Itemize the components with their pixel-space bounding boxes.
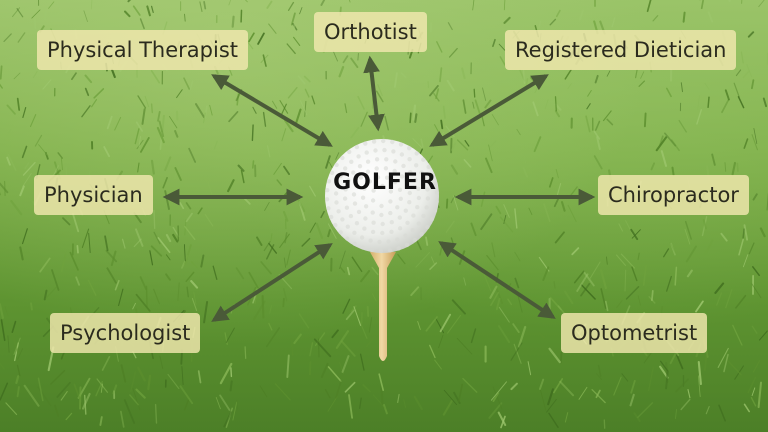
arrow-optometrist (438, 241, 556, 319)
node-optometrist: Optometrist (561, 313, 708, 353)
golf-tee (370, 252, 396, 361)
arrow-physical-therapist (211, 74, 333, 147)
node-registered-dietician: Registered Dietician (505, 30, 737, 70)
center-label-golfer: GOLFER (333, 170, 437, 195)
node-psychologist: Psychologist (50, 313, 201, 353)
arrow-psychologist (211, 243, 333, 322)
node-chiropractor: Chiropractor (598, 175, 749, 215)
node-physician: Physician (34, 175, 153, 215)
node-orthotist: Orthotist (314, 12, 427, 52)
arrow-registered-dietician (429, 74, 549, 147)
arrow-orthotist (363, 55, 385, 132)
node-physical-therapist: Physical Therapist (37, 30, 248, 70)
golf-ball (324, 138, 440, 254)
